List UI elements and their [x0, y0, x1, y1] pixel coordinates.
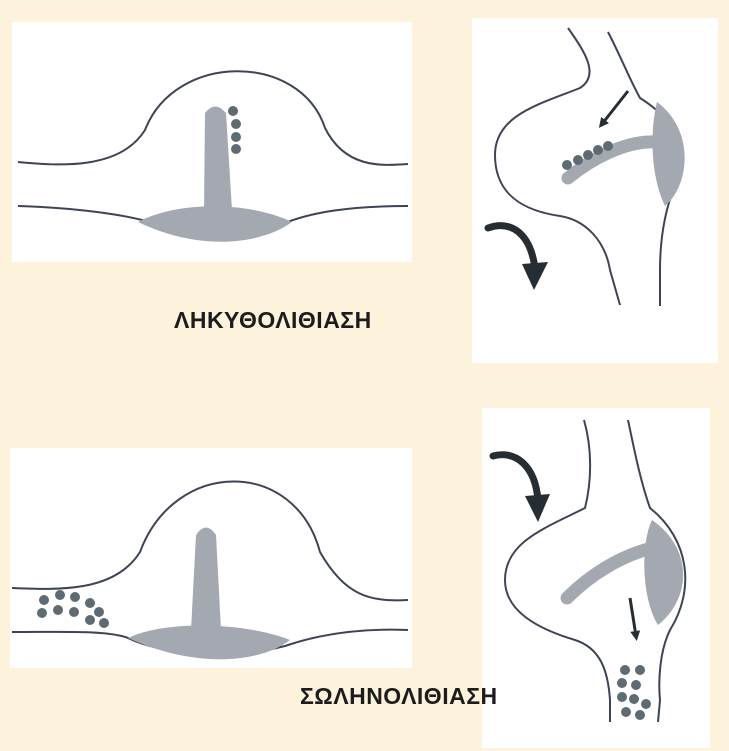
otoconium: [228, 106, 238, 116]
crista: [644, 520, 683, 625]
otoconium: [635, 710, 645, 720]
otoconium: [231, 132, 241, 142]
otoconia-cluster: [37, 590, 109, 628]
otoconium: [603, 141, 613, 151]
otoconia-cluster: [228, 106, 241, 154]
cupula: [567, 548, 652, 598]
bottom-right-ampulla: [493, 420, 685, 722]
bottom-left-ampulla: [12, 482, 408, 660]
rotation-arrowhead: [525, 494, 550, 522]
otoconium: [85, 598, 95, 608]
otoconium: [562, 160, 572, 170]
otoconium: [70, 592, 80, 602]
cupula: [204, 107, 232, 211]
otoconium: [231, 144, 241, 154]
otoconium: [621, 707, 631, 717]
canal-left-wall: [495, 28, 620, 305]
otoconium: [620, 665, 630, 675]
label-canalolithiasis: ΣΩΛΗΝΟΛΙΘΙΑΣΗ: [300, 683, 498, 710]
otoconium: [573, 155, 583, 165]
label-cupulolithiasis: ΛΗΚΥΘΟΛΙΘΙΑΣΗ: [174, 307, 372, 334]
otoconium: [583, 150, 593, 160]
otoconium: [629, 694, 639, 704]
gravity-arrow: [602, 91, 628, 124]
top-right-ampulla: [488, 28, 685, 306]
otoconium: [94, 607, 104, 617]
otoconium: [631, 680, 641, 690]
otoconium: [55, 590, 65, 600]
otoconium: [593, 145, 603, 155]
otoconium: [39, 595, 49, 605]
crista-base: [128, 625, 290, 659]
rotation-arrow: [488, 226, 535, 268]
crista: [652, 102, 684, 206]
gravity-arrow: [630, 598, 636, 636]
rotation-arrow: [493, 455, 538, 500]
otoconium: [99, 618, 109, 628]
otoconium: [635, 665, 645, 675]
rotation-arrowhead: [522, 262, 548, 290]
crista-base: [138, 206, 292, 242]
otoconium: [37, 608, 47, 618]
otoconium: [53, 605, 63, 615]
otoconium: [617, 692, 627, 702]
otoconium: [85, 615, 95, 625]
otoconia-cluster: [617, 665, 651, 720]
otoconium: [617, 678, 627, 688]
otoconium: [641, 699, 651, 709]
cupula: [191, 528, 221, 631]
top-left-ampulla: [18, 71, 408, 242]
otoconium: [69, 607, 79, 617]
otoconium: [231, 119, 241, 129]
